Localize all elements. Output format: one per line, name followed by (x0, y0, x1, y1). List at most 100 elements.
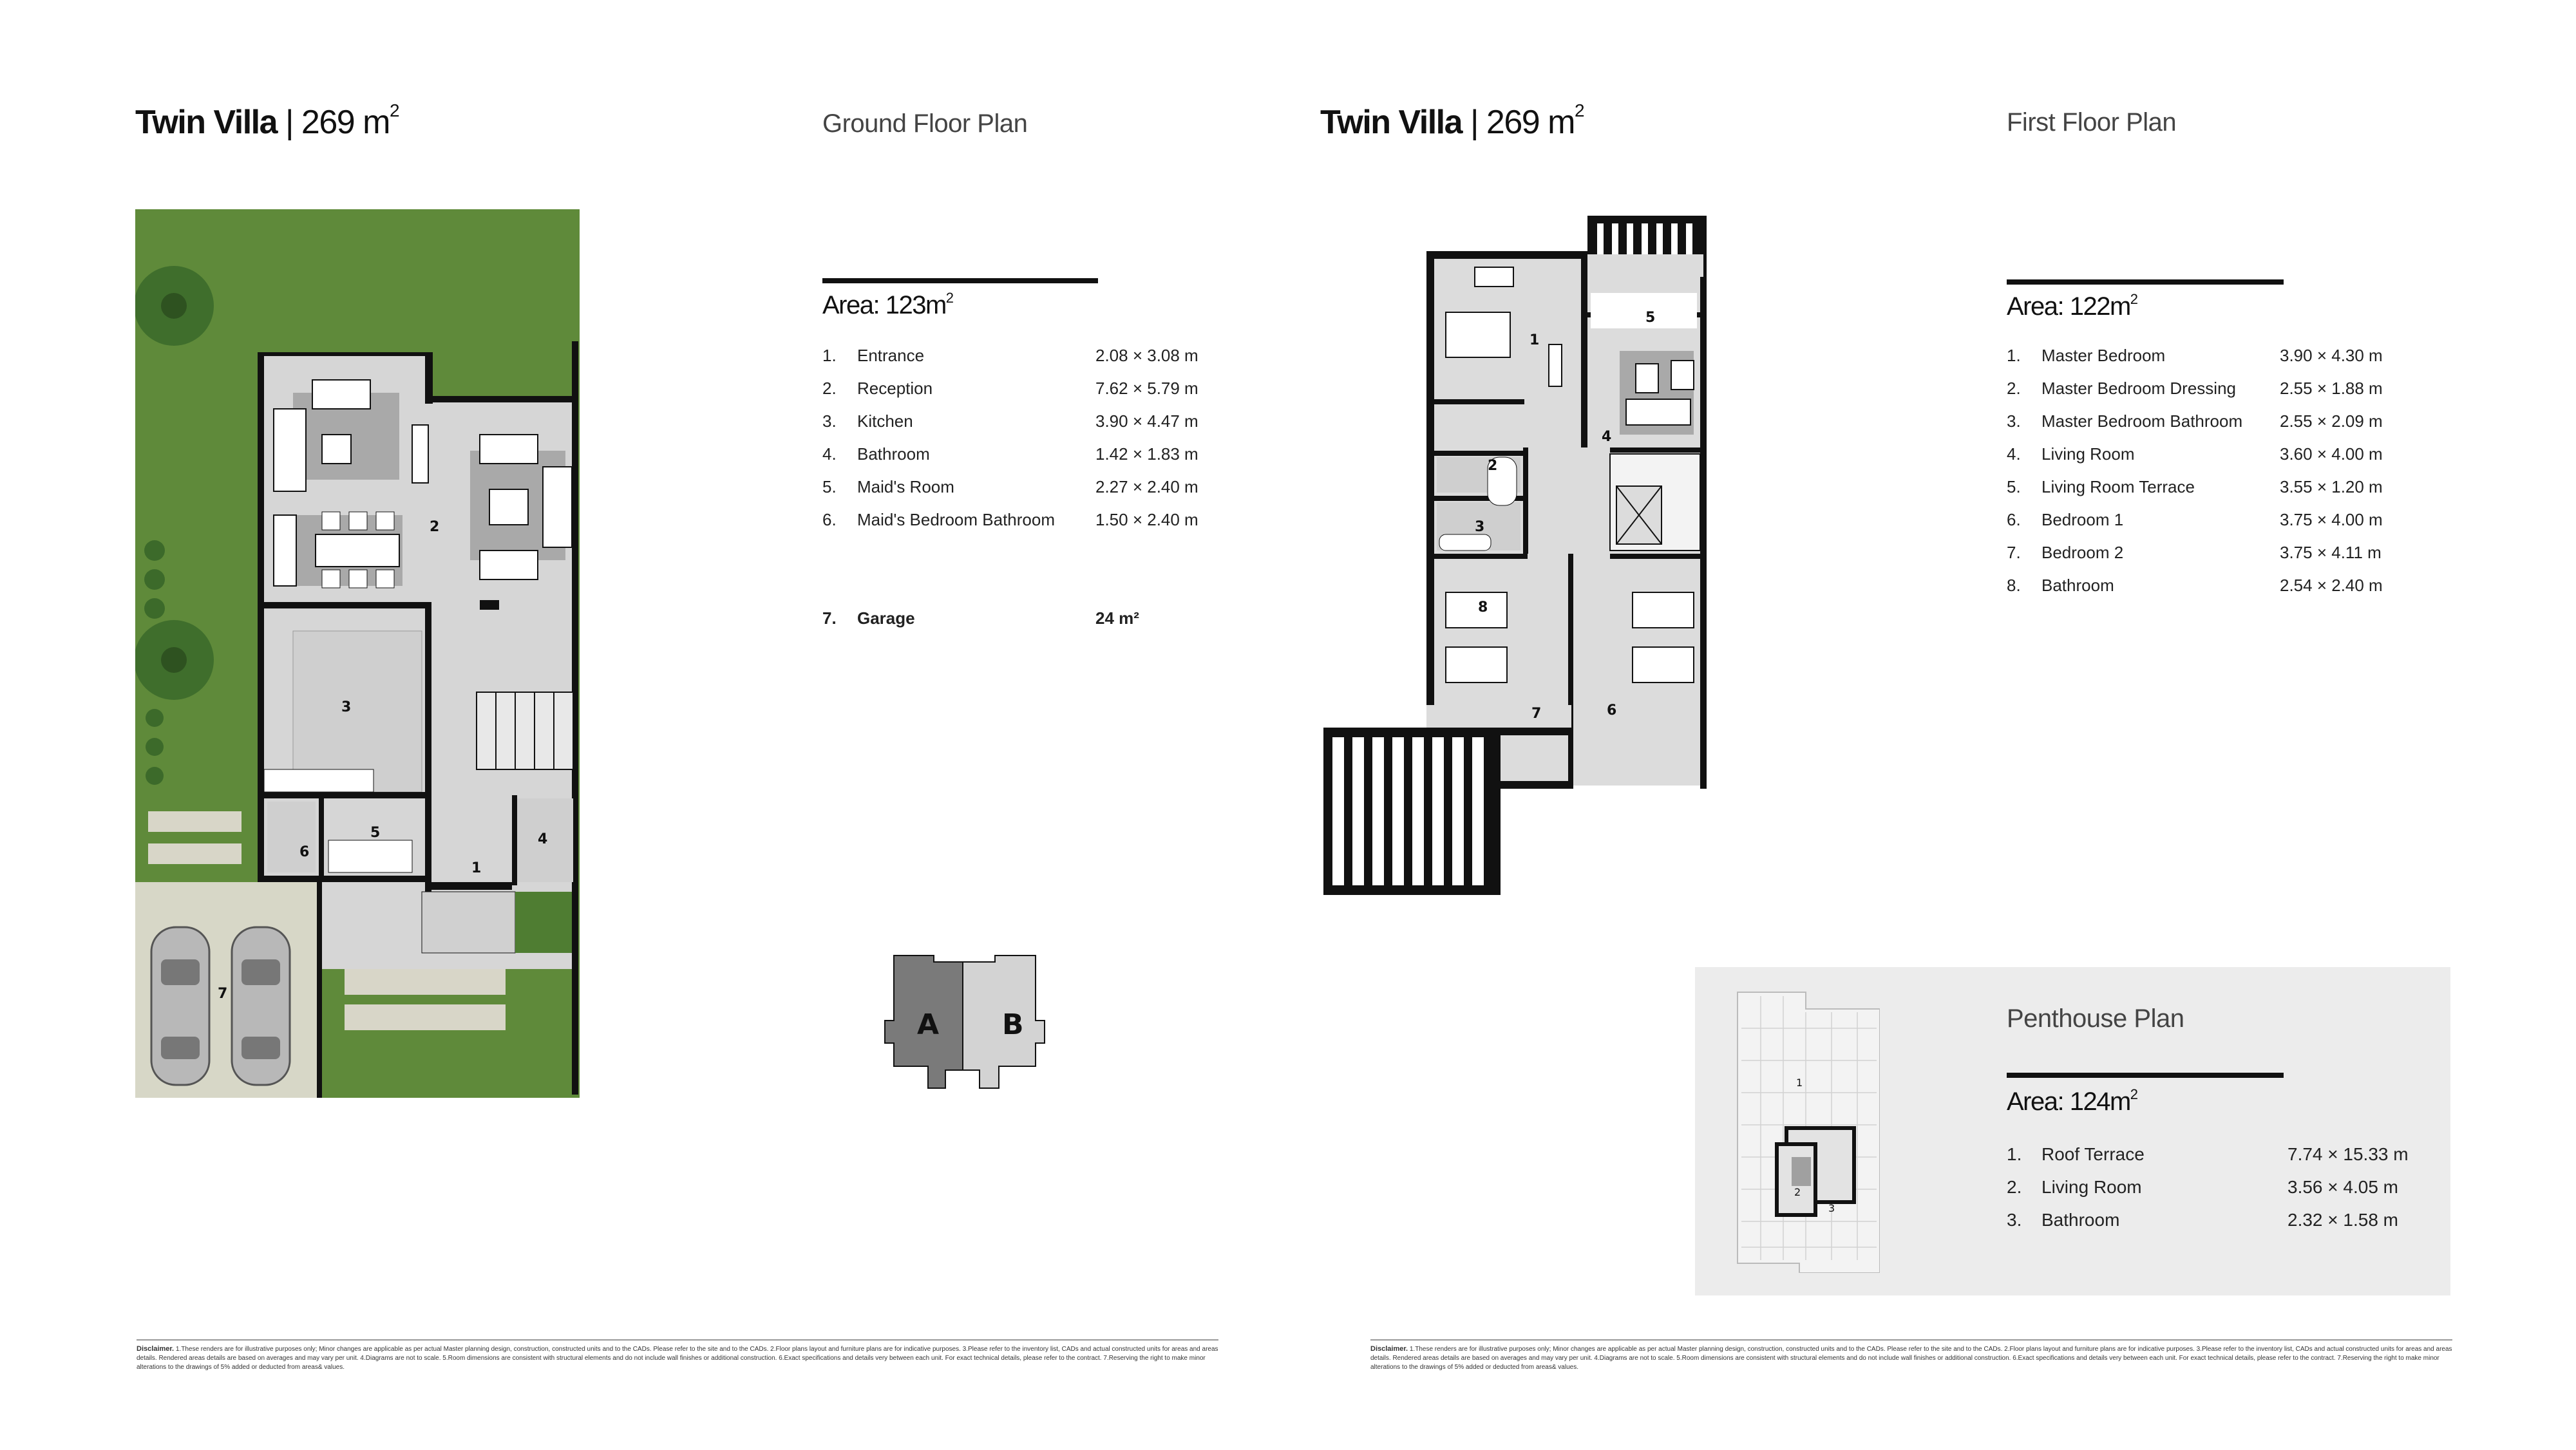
room-name: Garage (857, 608, 915, 628)
room-dims: 3.75 × 4.00 m (2280, 510, 2383, 529)
room-num: 6. (2007, 510, 2021, 529)
plan-label-2: 2 (1794, 1186, 1801, 1198)
room-name: Reception (857, 379, 933, 398)
disclaimer-label: Disclaimer. (137, 1345, 175, 1353)
area-rule (822, 278, 1098, 283)
area-rule (2007, 1073, 2284, 1078)
area-label: Area: 123m (822, 291, 947, 319)
room-name: Roof Terrace (2041, 1144, 2145, 1164)
room-name: Maid's Room (857, 477, 954, 496)
room-row: 6. Bedroom 1 3.75 × 4.00 m (2007, 510, 2419, 543)
room-num: 2. (822, 379, 837, 398)
superscript: 2 (2130, 1086, 2138, 1102)
plan-label-1: 1 (471, 860, 481, 876)
room-row: 5. Maid's Room 2.27 × 2.40 m (822, 477, 1222, 510)
room-name: Bathroom (2041, 576, 2114, 595)
plan-label-8: 8 (1478, 599, 1488, 616)
room-row: 2. Reception 7.62 × 5.79 m (822, 379, 1222, 411)
unit-b-label: B (1002, 1008, 1024, 1041)
title-separator: | (1462, 104, 1486, 141)
room-name: Maid's Bedroom Bathroom (857, 510, 1055, 529)
room-num: 1. (822, 346, 837, 365)
room-num: 4. (2007, 444, 2021, 464)
plan-label-7: 7 (218, 986, 227, 1002)
title-separator: | (277, 104, 301, 141)
room-num: 6. (822, 510, 837, 529)
room-dims: 7.62 × 5.79 m (1095, 379, 1198, 398)
room-name: Entrance (857, 346, 925, 365)
room-num: 3. (2007, 1210, 2022, 1230)
room-dims: 2.54 × 2.40 m (2280, 576, 2383, 595)
unit-key-plan: A B (875, 948, 1048, 1096)
room-num: 3. (2007, 411, 2021, 431)
ground-floor-plan-title: Ground Floor Plan (822, 109, 1028, 138)
penthouse-panel: 1 2 3 Penthouse Plan Area: 124m2 1.Roof … (1695, 967, 2450, 1295)
first-floor-plan-title: First Floor Plan (2007, 108, 2177, 137)
room-name: Master Bedroom (2041, 346, 2166, 365)
plan-label-1: 1 (1796, 1077, 1803, 1089)
room-name: Bathroom (857, 444, 930, 464)
room-num: 1. (2007, 346, 2021, 365)
room-name: Master Bedroom Bathroom (2041, 411, 2243, 431)
plan-label-3: 3 (1828, 1202, 1835, 1214)
room-dims: 1.50 × 2.40 m (1095, 510, 1198, 529)
plan-label-2: 2 (1488, 458, 1497, 474)
ground-floor-plan-drawing: 1 2 3 4 5 6 7 (135, 209, 580, 1098)
room-dims: 3.56 × 4.05 m (2287, 1177, 2399, 1197)
room-dims: 2.27 × 2.40 m (1095, 477, 1198, 496)
room-row: 1. Master Bedroom 3.90 × 4.30 m (2007, 346, 2419, 379)
plan-label-3: 3 (341, 699, 351, 715)
room-dims: 3.90 × 4.30 m (2280, 346, 2383, 365)
room-row: 3. Bathroom 2.32 × 1.58 m (2007, 1210, 2432, 1243)
right-villa-title: Twin Villa | 269 m2 (1320, 100, 1585, 142)
room-row: 2. Living Room 3.56 × 4.05 m (2007, 1177, 2432, 1210)
room-dims: 2.55 × 1.88 m (2280, 379, 2383, 398)
villa-name: Twin Villa (1320, 104, 1463, 141)
room-num: 7. (822, 608, 837, 628)
left-villa-title: Twin Villa | 269 m2 (135, 100, 400, 142)
room-name: Bathroom (2041, 1210, 2120, 1230)
room-dims: 3.75 × 4.11 m (2280, 543, 2382, 562)
room-name: Living Room (2041, 444, 2135, 464)
plan-label-5: 5 (1645, 310, 1655, 326)
room-name: Kitchen (857, 411, 913, 431)
room-dims: 1.42 × 1.83 m (1095, 444, 1198, 464)
superscript: 2 (2130, 291, 2138, 307)
disclaimer-text: 1.These renders are for illustrative pur… (1370, 1346, 2452, 1371)
penthouse-plan-title: Penthouse Plan (2007, 1004, 2184, 1033)
plan-label-4: 4 (1602, 429, 1611, 445)
room-num: 1. (2007, 1144, 2022, 1164)
room-dims: 3.55 × 1.20 m (2280, 477, 2383, 496)
room-num: 7. (2007, 543, 2021, 562)
room-num: 5. (822, 477, 837, 496)
area-label: Area: 124m (2007, 1088, 2131, 1116)
left-disclaimer: Disclaimer. 1.These renders are for illu… (137, 1339, 1218, 1372)
unit-a-label: A (917, 1008, 939, 1041)
plan-label-1: 1 (1530, 332, 1539, 348)
room-name: Bedroom 1 (2041, 510, 2124, 529)
room-name: Master Bedroom Dressing (2041, 379, 2236, 398)
room-num: 2. (2007, 1177, 2022, 1197)
superscript: 2 (1574, 100, 1585, 120)
disclaimer-label: Disclaimer. (1370, 1345, 1408, 1353)
ground-floor-area: Area: 123m2 (822, 290, 954, 320)
area-rule (2007, 279, 2284, 285)
room-name: Living Room (2041, 1177, 2142, 1197)
plan-label-7: 7 (1531, 706, 1541, 722)
first-floor-area: Area: 122m2 (2007, 291, 2138, 321)
penthouse-area: Area: 124m2 (2007, 1086, 2138, 1116)
villa-name: Twin Villa (135, 104, 278, 141)
room-dims: 7.74 × 15.33 m (2287, 1144, 2409, 1164)
penthouse-room-list: 1. Roof Terrace 7.74 × 15.33 m 2. Living Ro… (2007, 1144, 2432, 1243)
room-dims: 2.32 × 1.58 m (2287, 1210, 2399, 1230)
disclaimer-text: 1.These renders are for illustrative pur… (137, 1346, 1218, 1371)
room-name: Bedroom 2 (2041, 543, 2124, 562)
